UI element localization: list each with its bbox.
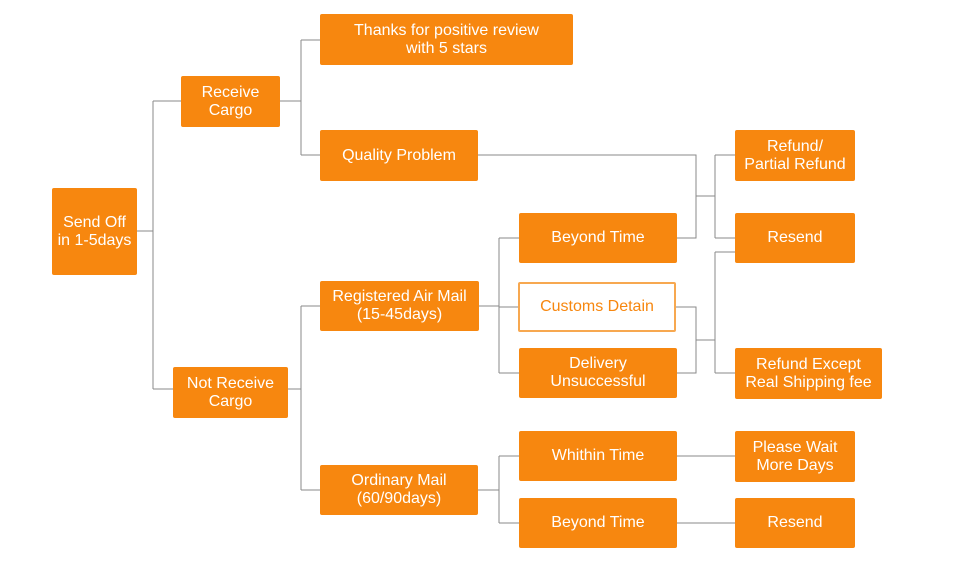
node-refund-except: Refund Except Real Shipping fee [735,348,882,399]
connector-quality [478,154,735,239]
node-quality-problem: Quality Problem [320,130,478,181]
node-refund-partial: Refund/ Partial Refund [735,130,855,181]
node-customs-detain: Customs Detain [518,282,676,332]
node-resend-bottom: Resend [735,498,855,548]
node-delivery-unsuccessful: Delivery Unsuccessful [519,348,677,398]
node-beyond-time-ordinary: Beyond Time [519,498,677,548]
node-registered-air-mail: Registered Air Mail (15-45days) [320,281,479,331]
node-receive-cargo: Receive Cargo [181,76,280,127]
connector-registered [479,237,519,374]
node-please-wait: Please Wait More Days [735,431,855,482]
node-not-receive-cargo: Not Receive Cargo [173,367,288,418]
connector-sendoff [137,100,181,390]
node-send-off: Send Off in 1-5days [52,188,137,275]
node-thanks-review: Thanks for positive review with 5 stars [320,14,573,65]
node-beyond-time-registered: Beyond Time [519,213,677,263]
connector-ordinary [478,455,519,524]
node-resend-top: Resend [735,213,855,263]
node-within-time: Whithin Time [519,431,677,481]
connector-not-receive [288,305,320,491]
connector-receive [280,39,320,156]
node-ordinary-mail: Ordinary Mail (60/90days) [320,465,478,515]
connector-customs [676,251,735,374]
